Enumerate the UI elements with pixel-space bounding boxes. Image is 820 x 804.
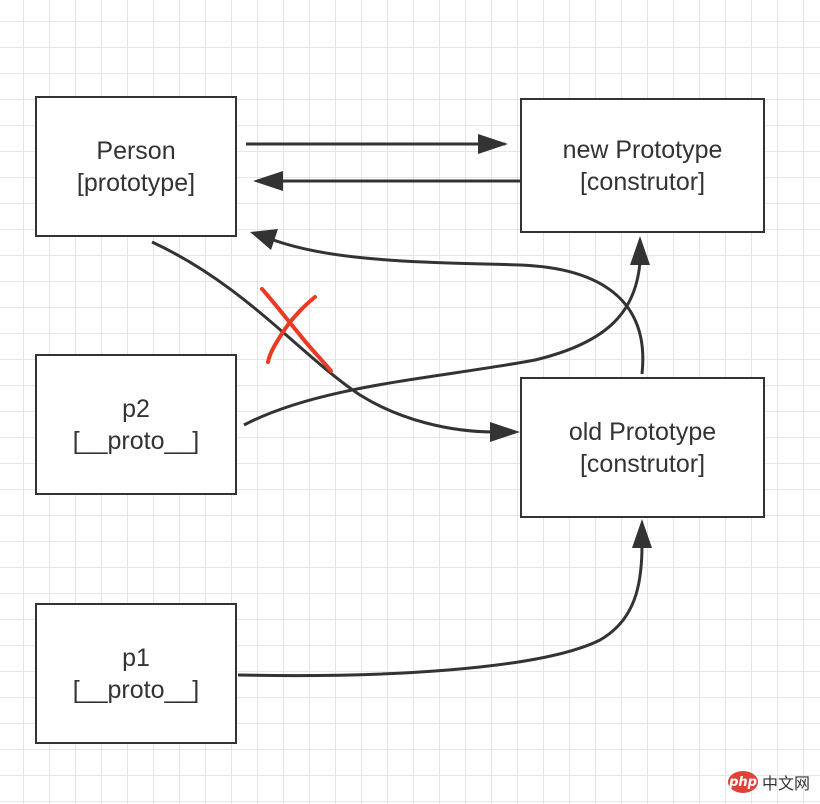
person-node-subtitle: [prototype] (76, 168, 196, 197)
new-prototype-node: new Prototype [construtor] (520, 98, 765, 233)
person-node-title: Person (96, 136, 176, 165)
new-prototype-node-subtitle: [construtor] (579, 167, 706, 196)
arrowhead-p2-to-new-prototype (630, 236, 650, 265)
p1-node: p1 [__proto__] (35, 603, 237, 744)
cross-mark-icon-stroke-2 (266, 295, 317, 364)
person-node: Person [prototype] (35, 96, 237, 237)
arrowhead-old-prototype-to-person (250, 229, 278, 250)
old-prototype-node: old Prototype [construtor] (520, 377, 765, 518)
watermark-label: 中文网 (762, 774, 811, 793)
arrow-old-prototype-to-person (267, 236, 645, 375)
arrowhead-person-to-old-prototype (490, 422, 520, 442)
p2-node: p2 [__proto__] (35, 354, 237, 495)
old-prototype-node-title: old Prototype (568, 417, 717, 446)
p2-node-title: p2 (122, 394, 150, 423)
watermark: php 中文网 (728, 770, 810, 794)
new-prototype-node-title: new Prototype (562, 135, 723, 164)
old-prototype-node-subtitle: [construtor] (579, 449, 706, 478)
arrowhead-new-prototype-to-person (253, 171, 283, 191)
p2-node-subtitle: [__proto__] (72, 426, 200, 455)
arrowhead-person-to-new-prototype (478, 134, 508, 154)
cross-mark-icon-stroke-1 (260, 287, 333, 373)
arrowhead-p1-to-old-prototype (632, 519, 652, 548)
p1-node-title: p1 (122, 643, 150, 672)
arrow-p1-to-old-prototype (237, 544, 644, 678)
p1-node-subtitle: [__proto__] (72, 675, 200, 704)
php-logo-icon: php (728, 771, 758, 793)
